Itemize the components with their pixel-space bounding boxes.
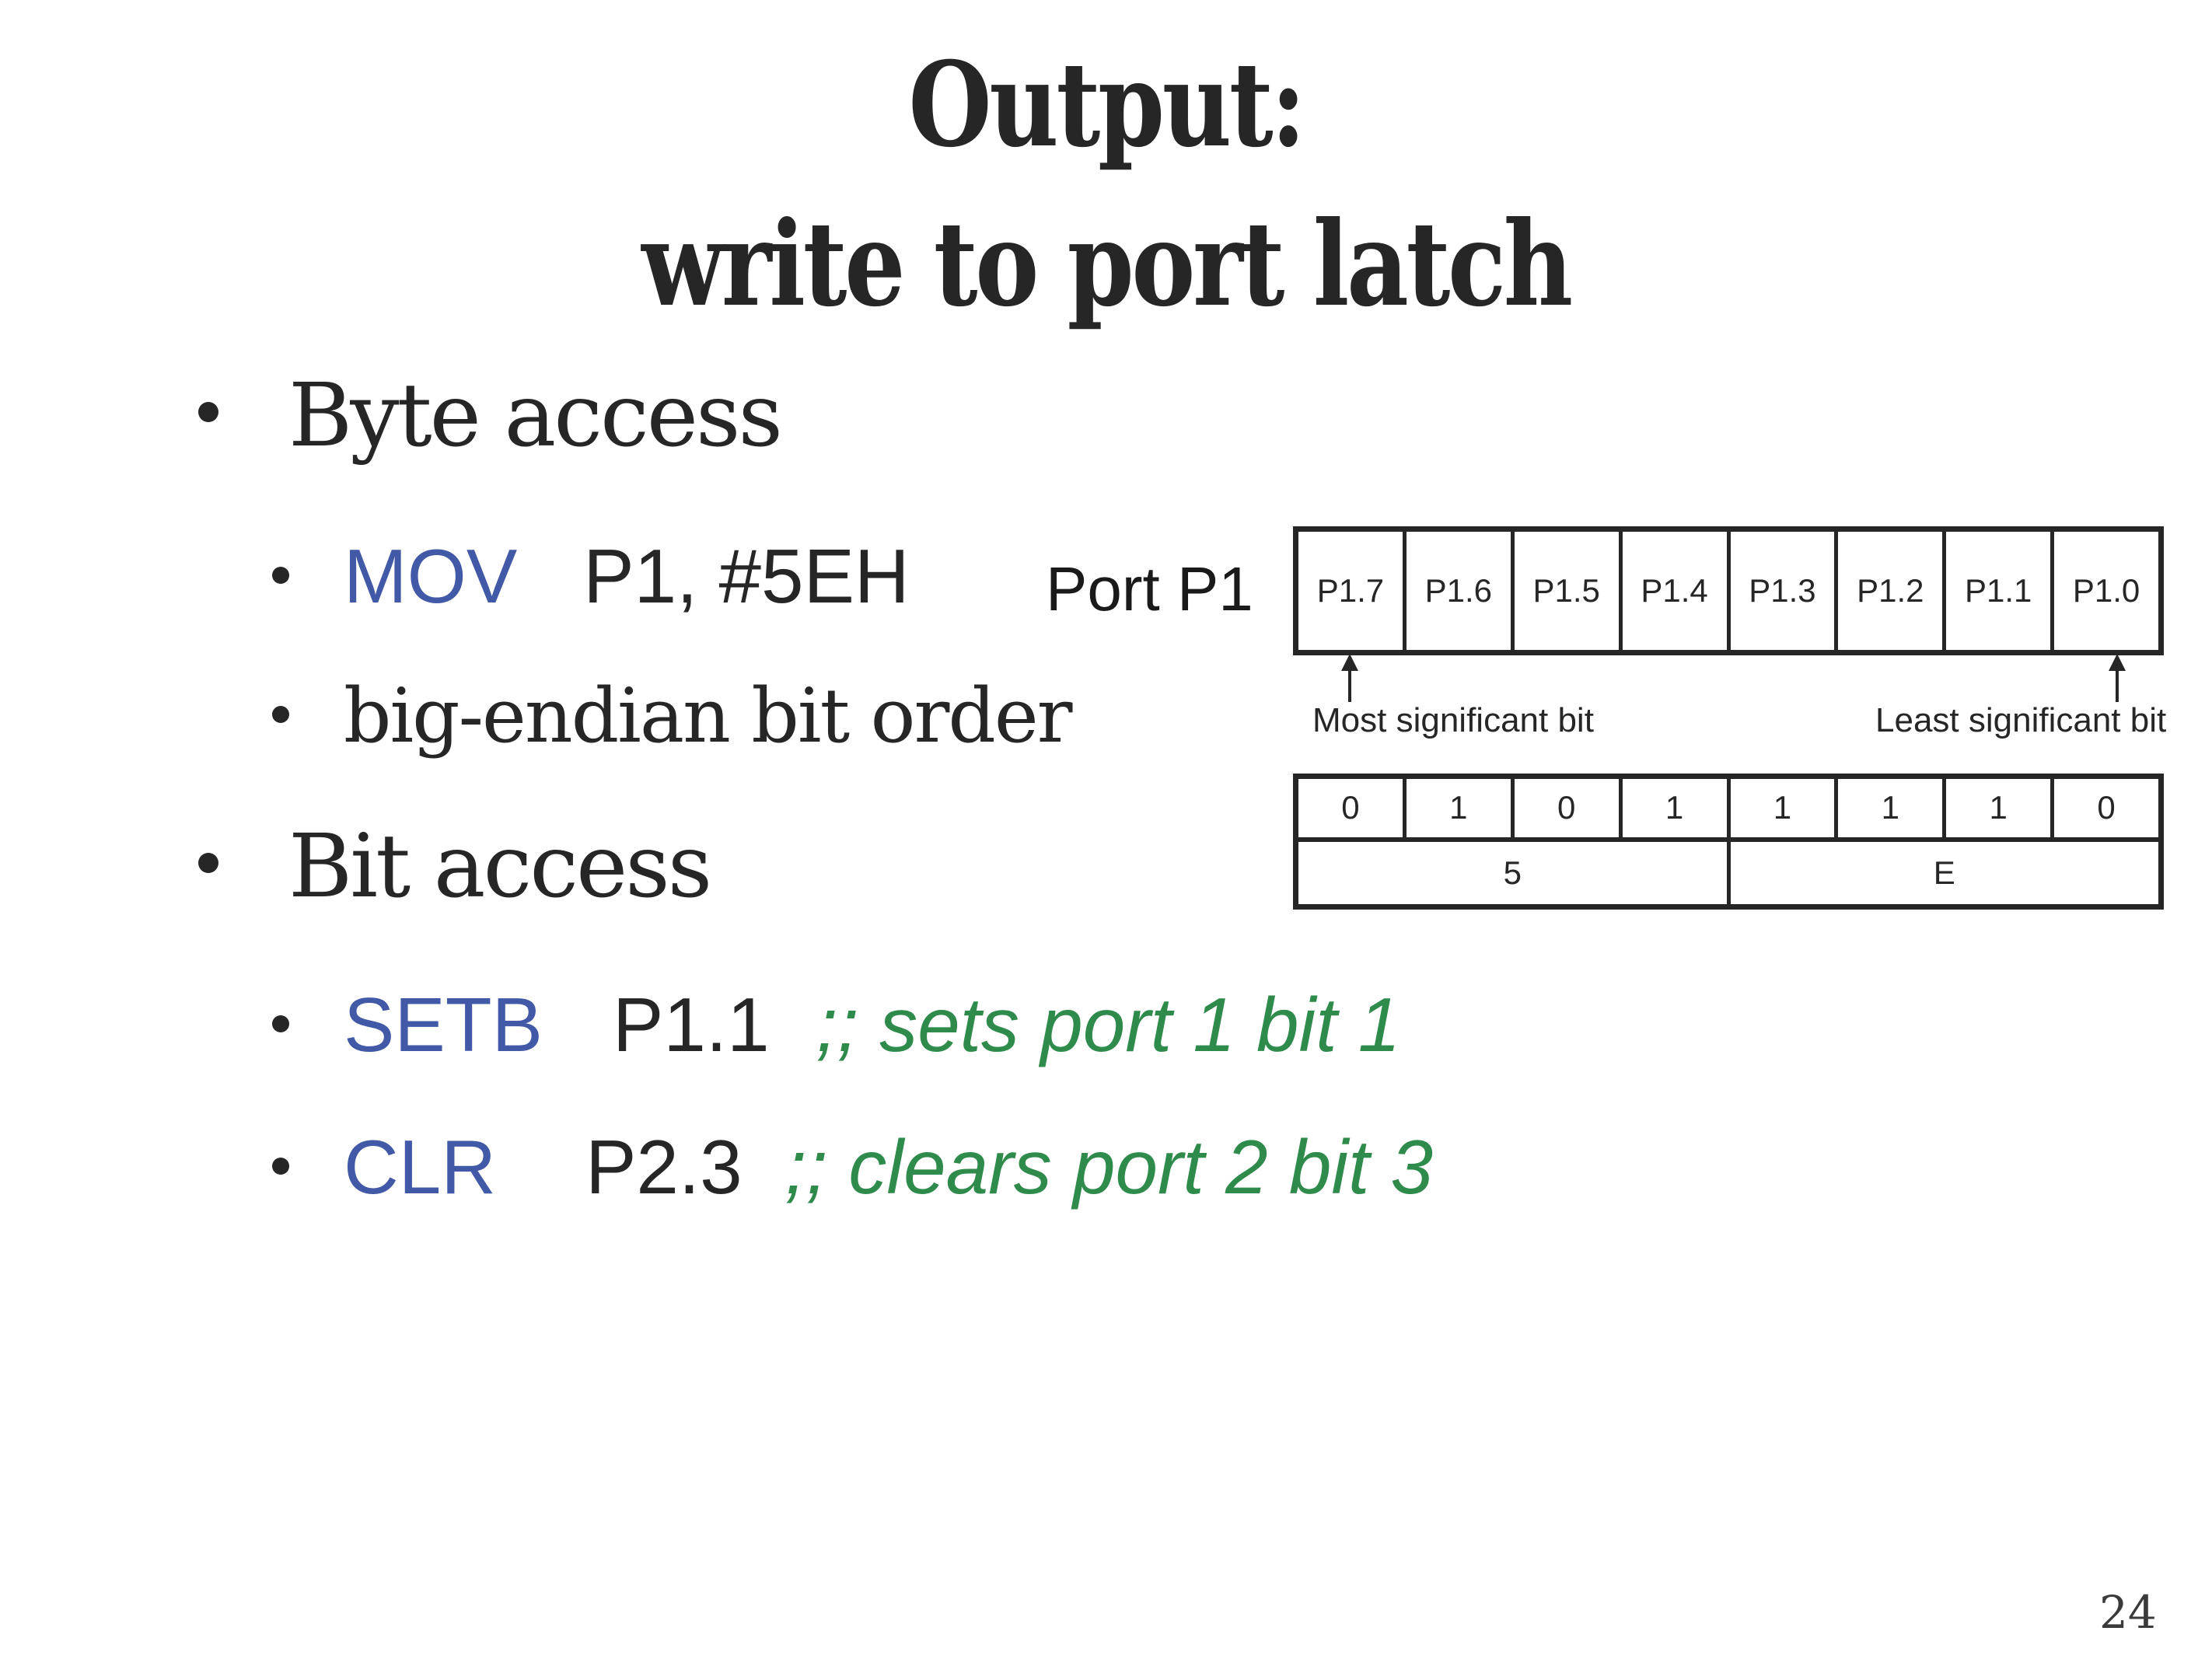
bit-value-cell: 0 bbox=[2097, 789, 2116, 826]
port-bit-cell: P1.5 bbox=[1515, 532, 1623, 650]
lsb-arrow-icon bbox=[2109, 654, 2126, 702]
instruction-keyword: CLR bbox=[344, 1124, 497, 1210]
port-bit-cell: P1.3 bbox=[1731, 532, 1839, 650]
bullet-byte-access: Byte access bbox=[198, 365, 783, 466]
bit-value-cell: 1 bbox=[1407, 779, 1515, 837]
instruction-operands: P2.3 bbox=[585, 1124, 743, 1210]
sub-bullet-big-endian: big-endian bit order bbox=[272, 672, 1073, 760]
msb-caption: Most significant bit bbox=[1312, 701, 1594, 739]
bullet-dot-icon bbox=[198, 853, 218, 873]
nibble-row: 5 E bbox=[1298, 841, 2158, 904]
bullet-dot-icon bbox=[272, 1015, 289, 1032]
sub-bullet-mov: MOV P1, #5EH bbox=[272, 533, 910, 620]
lsb-caption: Least significant bit bbox=[1875, 701, 2167, 739]
bit-value-cell: 1 bbox=[1623, 779, 1731, 837]
instruction-keyword: MOV bbox=[344, 533, 518, 619]
port-bit-cell: P1.2 bbox=[1838, 532, 1947, 650]
port-register-diagram: P1.7 P1.6 P1.5 P1.4 P1.3 P1.2 P1.1 P1.0 bbox=[1293, 526, 2164, 655]
bullet-dot-icon bbox=[272, 1158, 289, 1175]
sub-bullet-clr: CLR P2.3 ;; clears port 2 bit 3 bbox=[272, 1123, 1433, 1211]
bit-value-cell: 1 bbox=[1731, 779, 1839, 837]
port-bit-cell: P1.1 bbox=[1946, 532, 2055, 650]
msb-arrow-icon bbox=[1341, 654, 1358, 702]
slide-title-line-1: Output: bbox=[908, 37, 1305, 173]
instruction-operands: P1.1 bbox=[612, 982, 770, 1067]
low-nibble-cell: E bbox=[1933, 854, 1955, 891]
slide-title-line-2: write to port latch bbox=[641, 196, 1573, 333]
instruction-keyword: SETB bbox=[344, 982, 543, 1067]
bit-value-cell: 1 bbox=[1946, 779, 2055, 837]
high-nibble-cell: 5 bbox=[1298, 841, 1731, 904]
port-bit-cell: P1.0 bbox=[2072, 572, 2140, 609]
port-label: Port P1 bbox=[1046, 554, 1253, 623]
bullet-text: Byte access bbox=[288, 365, 783, 466]
instruction-comment: ;; sets port 1 bit 1 bbox=[816, 982, 1401, 1067]
bit-value-table: 0 1 0 1 1 1 1 0 5 E bbox=[1293, 774, 2164, 910]
sub-bullet-setb: SETB P1.1 ;; sets port 1 bit 1 bbox=[272, 981, 1400, 1069]
port-bit-cell: P1.7 bbox=[1298, 532, 1407, 650]
bullet-dot-icon bbox=[272, 567, 289, 584]
bullet-text: Bit access bbox=[288, 816, 712, 917]
bullet-dot-icon bbox=[272, 706, 289, 723]
instruction-operands: P1, #5EH bbox=[583, 533, 910, 619]
bit-values-row: 0 1 0 1 1 1 1 0 bbox=[1298, 779, 2158, 842]
bit-value-cell: 0 bbox=[1515, 779, 1623, 837]
port-bit-cell: P1.4 bbox=[1623, 532, 1731, 650]
bullet-text: big-endian bit order bbox=[344, 672, 1073, 760]
port-bit-cell: P1.6 bbox=[1407, 532, 1515, 650]
page-number: 24 bbox=[2099, 1586, 2157, 1639]
bit-value-cell: 0 bbox=[1298, 779, 1407, 837]
bit-value-cell: 1 bbox=[1838, 779, 1947, 837]
bullet-bit-access: Bit access bbox=[198, 816, 712, 917]
instruction-comment: ;; clears port 2 bit 3 bbox=[785, 1124, 1434, 1210]
bullet-dot-icon bbox=[198, 402, 218, 422]
